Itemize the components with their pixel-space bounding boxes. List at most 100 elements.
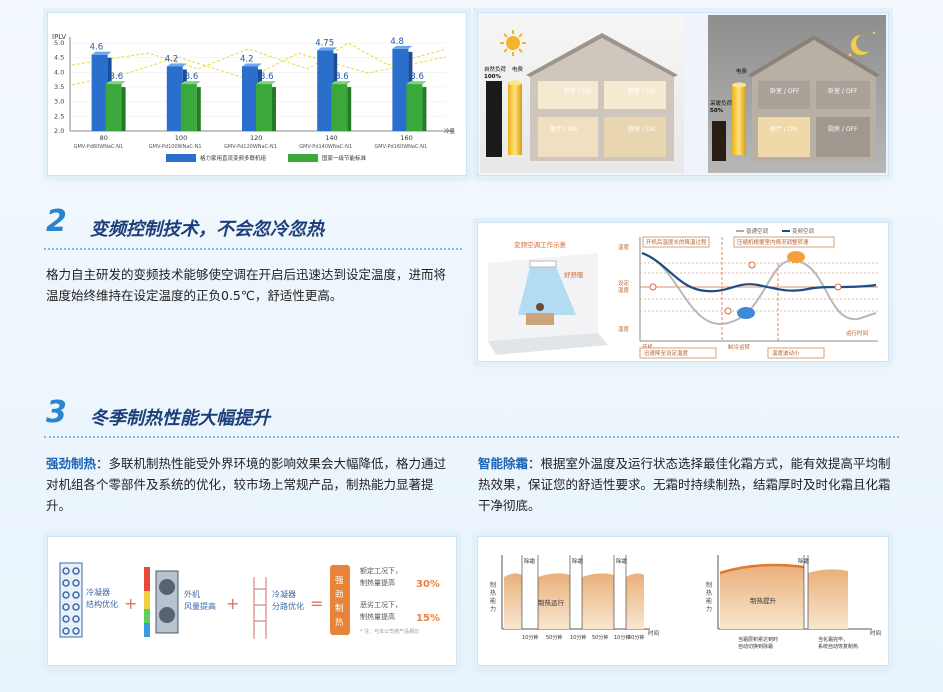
bar-side [121,87,126,131]
svg-text:外机: 外机 [184,589,200,599]
data-label: 3.6 [260,72,274,82]
house-comparison-illustration: 自然负荷 100% 电费 卧室 / ON 卧室 / ON 客厅 / ON 厨房 … [480,15,886,173]
bar-side [347,87,352,131]
svg-text:卧室 / ON: 卧室 / ON [628,87,655,95]
svg-text:普通空调: 普通空调 [746,227,769,235]
section-2-paragraph: 格力自主研发的变频技术能够使空调在开启后迅速达到设定温度，进而将温度始终维持在设… [46,267,447,303]
x-unit-label: 冷量 [444,127,456,135]
legend-swatch-standard [288,154,318,162]
data-label: 4.6 [90,43,104,53]
smart-defrost-text: ：根据室外温度及运行状态选择最佳化霜方式，能有效提高平均制热效果，保证您的舒适性… [478,456,891,513]
section-2-title: 变频控制技术，不会忽冷忽热 [90,219,324,240]
house-left: 卧室 / ON 卧室 / ON 客厅 / ON 厨房 / ON [526,33,678,161]
house-comparison-card: 自然负荷 100% 电费 卧室 / ON 卧室 / ON 客厅 / ON 厨房 … [477,12,889,176]
bar [406,84,423,131]
bar [242,66,258,131]
svg-text:+: + [226,594,239,613]
svg-text:制热提升: 制热提升 [750,596,777,605]
svg-text:强: 强 [335,576,344,586]
data-label: 3.6 [110,72,124,82]
svg-text:时间: 时间 [870,629,881,637]
svg-text:除霜: 除霜 [572,557,584,565]
svg-text:采暖负荷: 采暖负荷 [710,99,733,107]
svg-text:系统自动恢复制热: 系统自动恢复制热 [818,643,858,650]
svg-text:能: 能 [706,597,712,605]
svg-text:当霜层积累达到时: 当霜层积累达到时 [738,636,778,643]
y-tick-label: 2.0 [54,127,64,135]
bar-side [196,87,201,131]
bar [91,54,108,131]
bar-top [256,81,276,85]
bar [392,48,409,131]
sun-icon [500,30,526,56]
svg-text:制: 制 [335,603,344,614]
bar-side [422,87,427,131]
room-label: 变频空调工作示意 [514,240,567,249]
y-tick-label: 4.5 [54,54,64,62]
svg-text:结构优化: 结构优化 [86,599,118,609]
model-label: GMV-Pd160WNaC-N1 [374,144,427,150]
svg-text:卧室 / OFF: 卧室 / OFF [828,87,858,95]
svg-text:变频空调: 变频空调 [792,227,815,235]
hot-indicator-icon [787,251,805,263]
svg-text:冷凝器: 冷凝器 [272,589,296,599]
data-label: 3.6 [410,72,424,82]
svg-text:制热量提高: 制热量提高 [360,578,395,587]
svg-text:10分钟: 10分钟 [570,634,586,641]
svg-text:恶劣工况下，: 恶劣工况下， [360,600,402,609]
svg-text:客厅 / ON: 客厅 / ON [770,125,797,133]
bar [256,84,272,131]
bar-top [406,81,427,85]
model-label: GMV-Pd100WNaC-N1 [149,144,202,150]
inverter-diagram: 变频空调工作示意 好舒服 普通空调 变频空调 开机后温度长的降温过程 压缩机根据… [488,227,878,359]
y-tick-label: 2.5 [54,112,64,120]
svg-text:温度: 温度 [618,243,630,251]
svg-text:除霜: 除霜 [798,557,810,565]
svg-text:时间: 时间 [648,629,659,637]
svg-text:劲: 劲 [335,589,344,600]
svg-text:热: 热 [335,617,344,628]
x-tick-label: 100 [175,134,187,142]
svg-text:开机后温度长的降温过程: 开机后温度长的降温过程 [646,238,707,246]
branch-piping-icon [253,577,267,639]
svg-text:30%: 30% [416,579,440,590]
bar-top [91,51,112,55]
svg-text:制热量提高: 制热量提高 [360,612,395,621]
y-axis-label: IPLV [52,33,66,41]
svg-text:* 注：与本公司老产品相比: * 注：与本公司老产品相比 [360,628,419,635]
svg-text:厨房 / ON: 厨房 / ON [628,125,655,133]
bar-top [242,63,262,67]
model-label: GMV-Pd140WNaC-N1 [299,144,352,150]
bar [180,84,197,131]
strong-heating-card: 冷凝器 结构优化 + 外机 风量提高 + [47,536,457,666]
svg-text:温度: 温度 [618,325,630,333]
svg-text:厨房 / OFF: 厨房 / OFF [828,125,858,133]
temperature-scale-icon [144,567,150,637]
svg-text:力: 力 [490,605,496,613]
x-tick-label: 160 [400,134,412,142]
svg-text:额定工况下，: 额定工况下， [360,566,402,575]
iplv-bar-chart: IPLV5.04.54.03.53.02.52.04.63.680GMV-Pd8… [52,33,456,162]
section-2-number: 2 [46,204,67,239]
bar-top [317,47,338,51]
svg-text:50%: 50% [710,108,724,114]
svg-text:能: 能 [490,597,496,605]
svg-text:50分钟: 50分钟 [546,634,562,641]
data-label: 3.6 [335,72,349,82]
svg-text:运行时间: 运行时间 [846,329,868,337]
model-label: GMV-Pd120WNaC-N1 [224,144,277,150]
svg-text:制: 制 [706,581,712,589]
bar-top [105,81,126,85]
left-load-label: 自然负荷 [484,65,507,73]
smart-defrost-heading: 智能除霜 [478,456,529,471]
section-2-divider [44,248,462,250]
svg-text:15%: 15% [416,613,440,624]
svg-text:力: 力 [706,605,712,613]
svg-text:自动切换到除霜: 自动切换到除霜 [738,643,773,650]
svg-text:10分钟: 10分钟 [614,634,630,641]
smart-defrost-card: 制 热 能 力 除霜 除霜 除霜 制热运行 10分钟 50分钟 10分钟 50分… [477,536,889,666]
strong-heating-diagram: 冷凝器 结构优化 + 外机 风量提高 + [59,562,440,639]
coins-stack-right [732,82,746,155]
svg-text:开机: 开机 [642,343,654,351]
